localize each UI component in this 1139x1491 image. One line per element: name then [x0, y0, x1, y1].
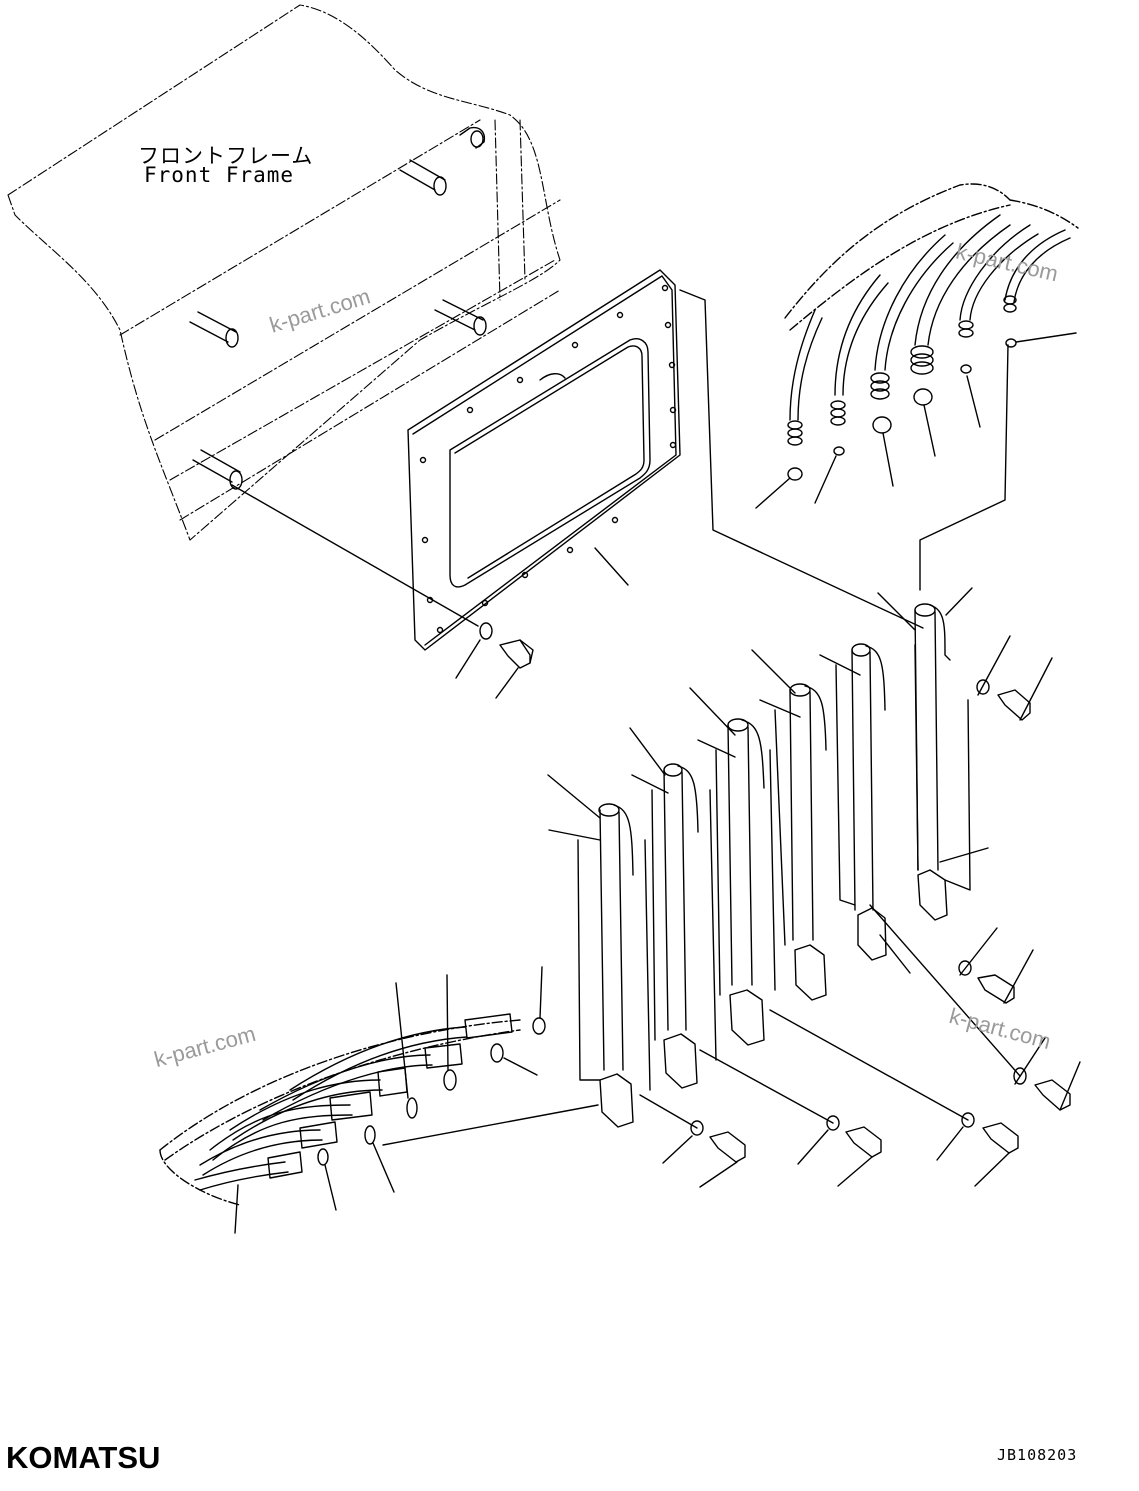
frame-bosses	[189, 126, 487, 490]
tube-leaders	[547, 587, 989, 974]
leader-hose-to-tube	[919, 344, 1009, 591]
front-frame	[7, 4, 561, 541]
upper-hose-bundle	[784, 183, 1079, 481]
cover-plate	[407, 269, 681, 651]
leader-cover-to-frame	[231, 484, 479, 627]
leader-cover-washer	[455, 639, 481, 679]
frame-label-english: Front Frame	[144, 163, 295, 187]
frame-label-japanese: フロントフレーム	[138, 144, 314, 168]
leader-cover-plate	[594, 547, 629, 586]
tube-drop-lines	[577, 644, 971, 1091]
komatsu-logo: KOMATSU	[6, 1440, 161, 1475]
tube-assemblies	[598, 603, 951, 1128]
leader-cover-to-tubes	[679, 289, 924, 629]
lower-hose-leaders	[234, 966, 599, 1234]
cover-bolt	[479, 622, 534, 669]
leader-cover-bolt	[495, 667, 519, 699]
drawing-reference: JB108203	[997, 1446, 1078, 1464]
upper-oring-leaders	[755, 332, 1077, 509]
right-bolts	[639, 635, 1081, 1188]
